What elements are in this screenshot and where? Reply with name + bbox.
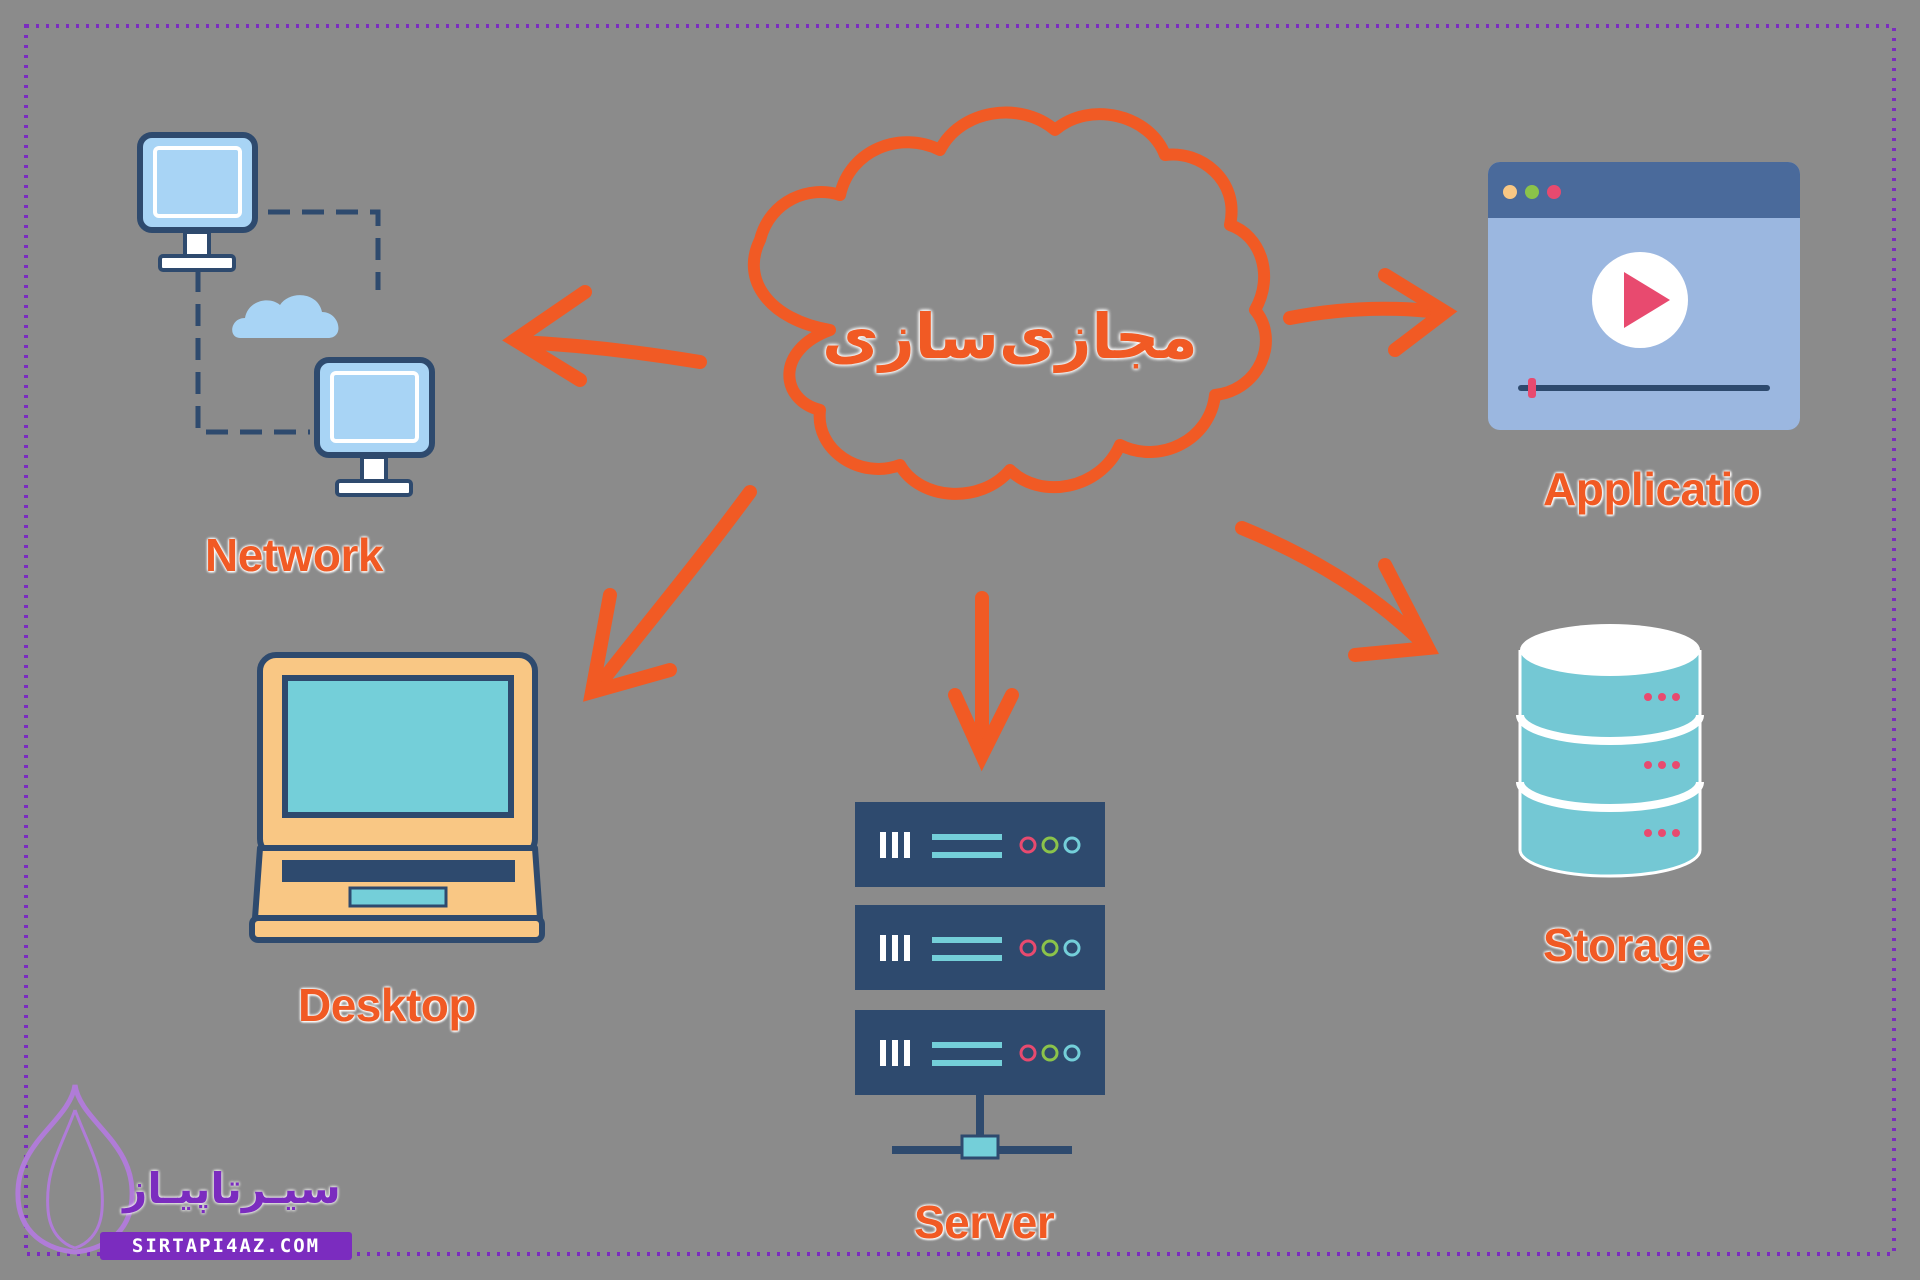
application-label: Applicatio — [1543, 463, 1761, 515]
network-icon — [137, 132, 435, 497]
logo-onion-icon — [15, 1084, 135, 1255]
diagram-title: مجازی‌سازی — [822, 300, 1198, 373]
storage-database-icon — [1516, 624, 1704, 878]
storage-label: Storage — [1543, 919, 1711, 971]
arrow-to-storage — [1235, 521, 1439, 662]
arrow-to-server — [948, 591, 1019, 772]
desktop-label: Desktop — [298, 979, 476, 1031]
server-rack-icon — [855, 802, 1105, 1160]
server-label: Server — [914, 1196, 1055, 1248]
logo-url[interactable]: SIRTAPI4AZ.COM — [100, 1232, 352, 1260]
network-label: Network — [205, 529, 383, 581]
logo-name: سیـرتاپیـاز — [123, 1164, 341, 1213]
application-window-icon — [1488, 162, 1800, 430]
dotted-border — [24, 24, 1896, 1256]
arrow-to-application — [1283, 268, 1458, 357]
server-unit — [855, 802, 1105, 887]
server-unit — [855, 1010, 1105, 1095]
arrow-to-desktop — [583, 485, 757, 702]
arrow-to-network — [502, 285, 707, 387]
center-cloud-icon — [747, 106, 1272, 500]
server-unit — [855, 905, 1105, 990]
desktop-laptop-icon — [249, 652, 545, 943]
